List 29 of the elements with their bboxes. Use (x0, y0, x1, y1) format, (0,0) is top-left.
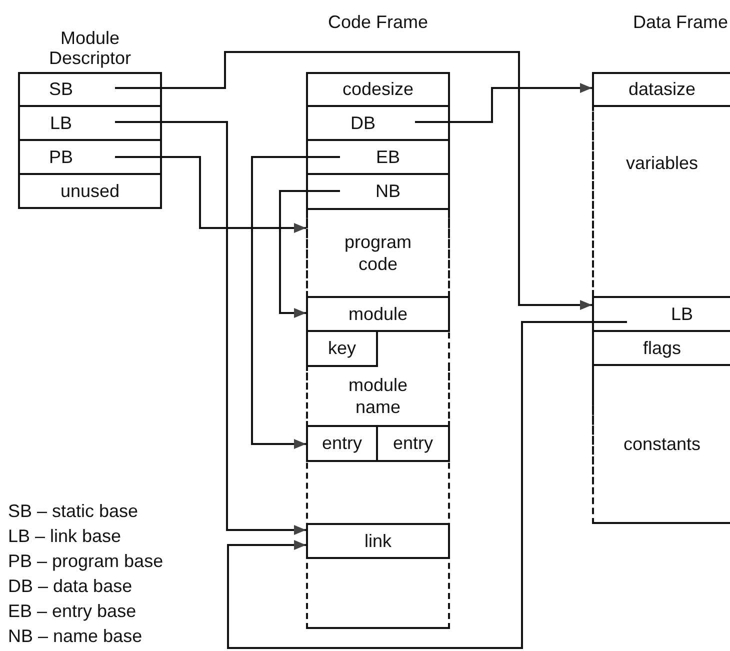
memory-field: entry (306, 425, 378, 462)
pointer-arrow (162, 156, 306, 233)
memory-field: key (306, 330, 378, 367)
abbreviation-note: EB – entry base (8, 601, 136, 622)
abbreviation-note: NB – name base (8, 626, 142, 647)
memory-field: DB (306, 105, 450, 141)
memory-field: EB (306, 139, 450, 175)
frame-title: Code Frame (326, 12, 430, 32)
abbreviation-note: LB – link base (8, 526, 122, 547)
memory-field: entry (376, 425, 450, 462)
pointer-arrow (251, 156, 306, 449)
frame-title: Module Descriptor (48, 28, 132, 68)
pointer-arrow (450, 83, 592, 123)
pointer-arrow (162, 51, 592, 310)
abbreviation-note: DB – data base (8, 576, 132, 597)
abbreviation-note: PB – program base (8, 551, 164, 572)
pointer-arrow (227, 321, 592, 649)
memory-field: module (306, 296, 450, 332)
pointer-arrow (279, 190, 306, 318)
memory-region: module name (306, 365, 450, 427)
abbreviation-note: SB – static base (8, 501, 138, 522)
memory-field: LB (592, 296, 730, 332)
memory-region: program code (306, 208, 450, 297)
pointer-arrow (162, 121, 306, 535)
memory-region: constants (592, 364, 730, 524)
frame-title: Data Frame (632, 12, 728, 32)
memory-field: datasize (592, 72, 730, 107)
memory-field: link (306, 523, 450, 559)
memory-region: variables (592, 105, 730, 297)
